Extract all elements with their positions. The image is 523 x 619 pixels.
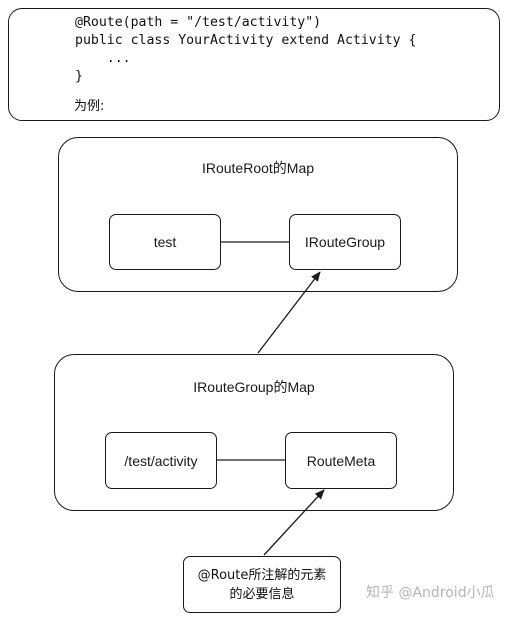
node-test: test xyxy=(109,214,221,270)
node-iroute-group: IRouteGroup xyxy=(289,214,401,270)
node-test-activity-label: /test/activity xyxy=(124,452,198,469)
node-test-activity: /test/activity xyxy=(105,432,217,489)
zhihu-watermark: 知乎 @Android小瓜 xyxy=(366,585,495,601)
code-line-class-declaration: public class YourActivity extend Activit… xyxy=(75,33,417,48)
iroute-group-map-title: IRouteGroup的Map xyxy=(193,379,315,395)
route-annotation-note: @Route所注解的元素 的必要信息 xyxy=(183,556,341,613)
code-line-annotation: @Route(path = "/test/activity") xyxy=(75,15,322,30)
node-test-label: test xyxy=(153,234,177,250)
code-line-body: ... xyxy=(75,51,131,66)
code-line-closing-brace: } xyxy=(75,69,83,84)
note-line-1: @Route所注解的元素 xyxy=(197,567,327,583)
node-route-meta: RouteMeta xyxy=(285,432,397,489)
node-iroute-group-label: IRouteGroup xyxy=(304,234,386,250)
code-snippet-box: @Route(path = "/test/activity") public c… xyxy=(8,8,500,121)
node-route-meta-label: RouteMeta xyxy=(306,452,376,469)
note-line-2: 的必要信息 xyxy=(229,586,295,602)
code-caption: 为例: xyxy=(74,99,105,114)
iroute-root-map-title: IRouteRoot的Map xyxy=(201,160,315,176)
